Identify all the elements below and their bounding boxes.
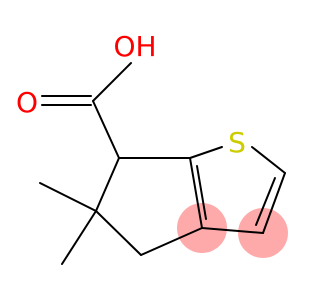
bond-c6a-s xyxy=(189,146,223,159)
molecule-structure: OH O S xyxy=(16,30,288,265)
bond-c6a-c3a-inner xyxy=(196,165,207,220)
bond-c4-c3a xyxy=(140,227,203,256)
bond-c6-carboxyl xyxy=(92,100,120,159)
bond-lines xyxy=(39,62,286,265)
bond-c5-c4 xyxy=(95,210,142,256)
bond-c-oh xyxy=(92,62,132,102)
bond-c6a-c3a xyxy=(189,157,203,229)
bond-c2-c3 xyxy=(262,172,286,234)
bond-c6-c5 xyxy=(95,157,120,212)
bond-s-c2 xyxy=(251,146,286,174)
bond-c5-methyl-2 xyxy=(61,210,97,265)
hydroxyl-label: OH xyxy=(113,30,156,63)
bond-c3-c3a xyxy=(201,227,264,234)
bond-c5-methyl-1 xyxy=(39,182,97,212)
sulfur-label: S xyxy=(228,126,246,159)
carbonyl-oxygen-label: O xyxy=(16,86,38,119)
bond-c2-c3-inner xyxy=(255,177,276,226)
